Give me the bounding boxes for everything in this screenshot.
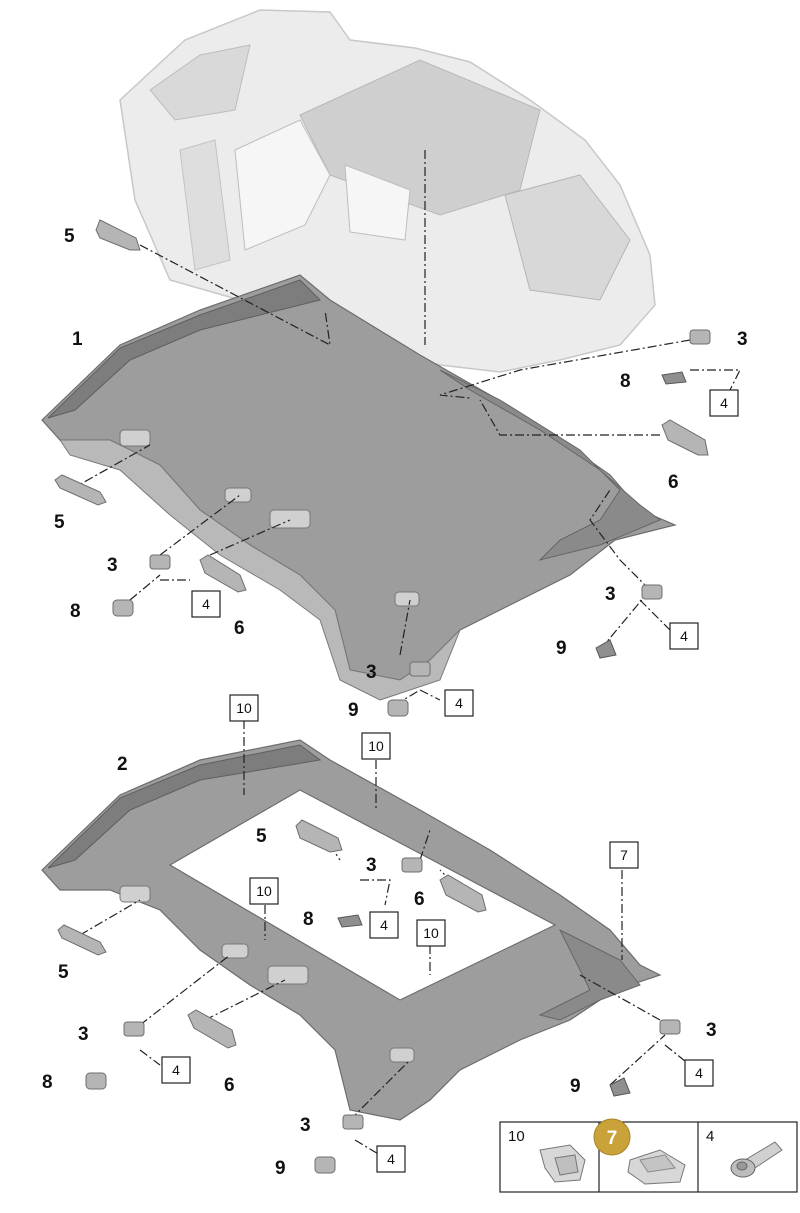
grab-handle-5-middle bbox=[295, 819, 343, 853]
callout-8: 8 bbox=[70, 601, 81, 622]
cover-9-parts bbox=[314, 639, 631, 1174]
clip-3-parts bbox=[123, 329, 711, 1130]
svg-text:10: 10 bbox=[423, 925, 439, 941]
callout-6: 6 bbox=[234, 618, 245, 639]
box-4-a: 4 bbox=[709, 389, 739, 417]
legend-cell-4-label: 4 bbox=[706, 1128, 714, 1145]
svg-text:10: 10 bbox=[368, 738, 384, 754]
callout-9: 9 bbox=[556, 638, 567, 659]
svg-text:4: 4 bbox=[455, 695, 463, 711]
box-4-g: 4 bbox=[684, 1059, 714, 1087]
headliner-2 bbox=[41, 739, 662, 1121]
callout-3: 3 bbox=[107, 555, 118, 576]
grab-handle-5-top bbox=[95, 219, 141, 251]
callout-3: 3 bbox=[366, 662, 377, 683]
callout-1: 1 bbox=[72, 329, 83, 350]
svg-text:4: 4 bbox=[680, 628, 688, 644]
headliner-1 bbox=[41, 274, 677, 701]
callout-3: 3 bbox=[605, 584, 616, 605]
box-4-f: 4 bbox=[161, 1056, 191, 1084]
box-4-e: 4 bbox=[369, 911, 399, 939]
box-10-c: 10 bbox=[249, 877, 279, 905]
grab-handle-5-left bbox=[54, 474, 107, 506]
car-body-shell bbox=[119, 9, 656, 373]
box-10-d: 10 bbox=[416, 919, 446, 947]
callout-5: 5 bbox=[256, 826, 267, 847]
svg-text:4: 4 bbox=[720, 395, 728, 411]
boxed-callouts: 4 4 4 4 10 10 7 10 4 10 4 4 4 bbox=[161, 389, 739, 1173]
screw-4-icon bbox=[730, 1141, 783, 1178]
svg-text:4: 4 bbox=[172, 1062, 180, 1078]
svg-text:4: 4 bbox=[380, 917, 388, 933]
box-7-a: 7 bbox=[609, 841, 639, 869]
box-4-d: 4 bbox=[444, 689, 474, 717]
legend-cell-10-label: 10 bbox=[508, 1128, 525, 1145]
svg-text:4: 4 bbox=[202, 596, 210, 612]
legend-cell-7-label: 7 bbox=[607, 1128, 618, 1149]
callout-5: 5 bbox=[64, 226, 75, 247]
grab-handle-6-lower bbox=[187, 1009, 237, 1049]
grab-handle-6-top-left bbox=[199, 554, 247, 593]
callout-8: 8 bbox=[42, 1072, 53, 1093]
box-10-b: 10 bbox=[361, 732, 391, 760]
box-4-c: 4 bbox=[669, 622, 699, 650]
callout-5: 5 bbox=[54, 512, 65, 533]
clip-10-icon bbox=[539, 1144, 586, 1183]
callout-9: 9 bbox=[275, 1158, 286, 1179]
clip-7-icon bbox=[627, 1149, 686, 1185]
box-10-a: 10 bbox=[229, 694, 259, 722]
svg-text:4: 4 bbox=[387, 1151, 395, 1167]
callout-3: 3 bbox=[300, 1115, 311, 1136]
callout-2: 2 bbox=[117, 754, 128, 775]
callout-8: 8 bbox=[303, 909, 314, 930]
callout-6: 6 bbox=[224, 1075, 235, 1096]
grab-handle-5-lower-left bbox=[57, 924, 107, 956]
grab-handle-6-top-right bbox=[661, 419, 709, 456]
svg-text:4: 4 bbox=[695, 1065, 703, 1081]
fastener-legend: 10 7 4 bbox=[499, 1118, 798, 1193]
callout-6: 6 bbox=[668, 472, 679, 493]
callout-9: 9 bbox=[570, 1076, 581, 1097]
callout-3: 3 bbox=[706, 1020, 717, 1041]
svg-text:10: 10 bbox=[256, 883, 272, 899]
callout-3: 3 bbox=[366, 855, 377, 876]
callout-5: 5 bbox=[58, 962, 69, 983]
callout-8: 8 bbox=[620, 371, 631, 392]
box-4-b: 4 bbox=[191, 590, 221, 618]
callout-9: 9 bbox=[348, 700, 359, 721]
cover-8-parts bbox=[85, 371, 687, 1090]
callout-3: 3 bbox=[737, 329, 748, 350]
legend-highlight-badge: 7 bbox=[593, 1118, 631, 1156]
callout-3: 3 bbox=[78, 1024, 89, 1045]
callout-labels: 5 1 3 8 6 5 3 8 6 3 9 3 9 2 5 3 6 8 5 3 … bbox=[42, 226, 748, 1179]
box-4-h: 4 bbox=[376, 1145, 406, 1173]
grab-handle-6-middle bbox=[439, 874, 487, 913]
svg-text:7: 7 bbox=[620, 847, 628, 863]
callout-6: 6 bbox=[414, 889, 425, 910]
svg-text:10: 10 bbox=[236, 700, 252, 716]
